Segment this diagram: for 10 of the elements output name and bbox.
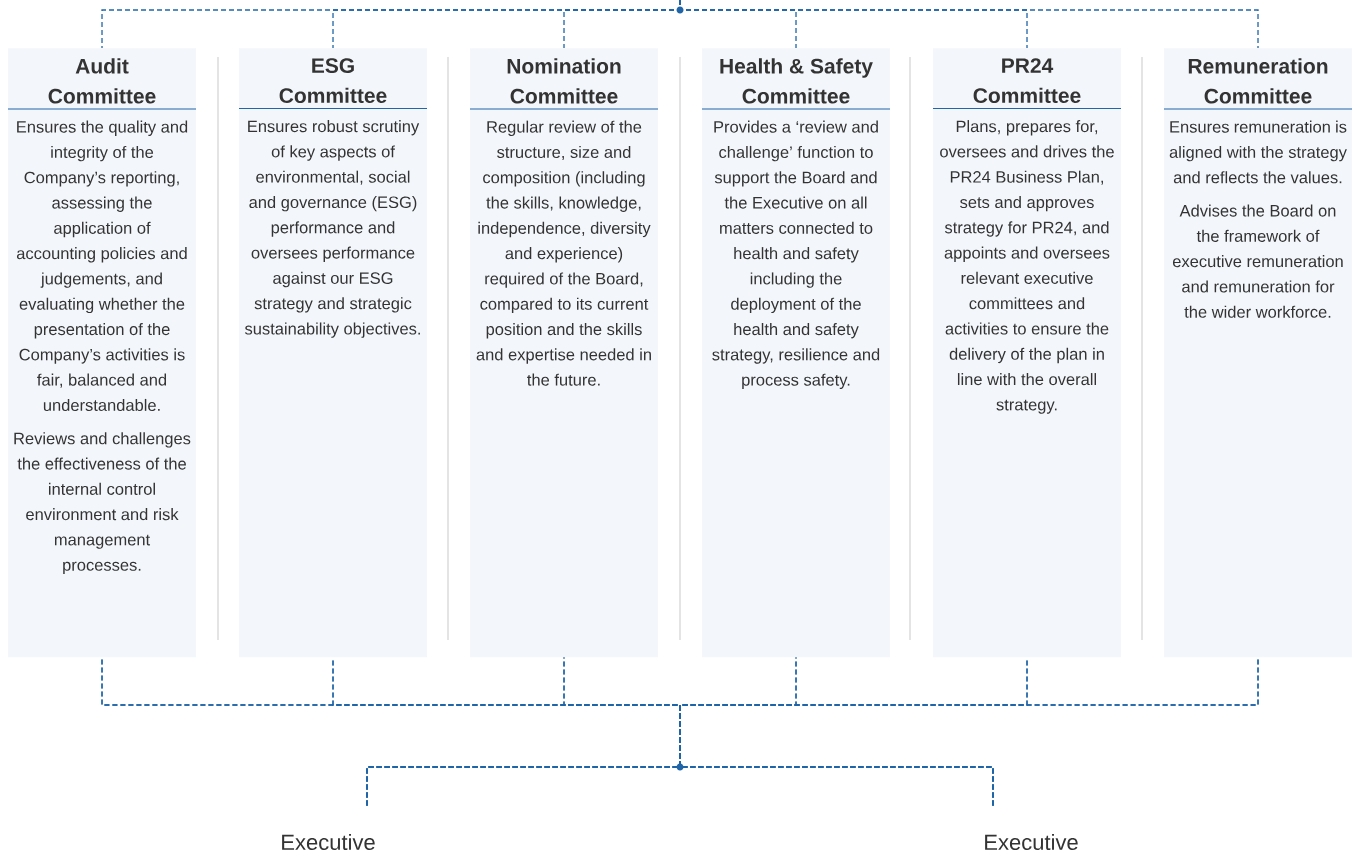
connector: [679, 656, 1259, 807]
connector: [679, 0, 1259, 49]
committee-column: PR24 Committee Plans, prepares for, oversees and drives the PR24 Business Plan, sets and approves strategy for PR24, and appoints and oversees relevant executive committees and activities to ensure the delivery of the plan in line with the overall strategy.: [932, 48, 1122, 658]
committee-column: Audit Committee Ensures the quality and integrity of the Company’s reporting, assessing the application of accounting policies and judgements, and evaluating whether the presentation of the Company’s activities is fair, balanced and understandable. Reviews and challenges the effectiveness of the internal control environment and risk management processes.: [7, 48, 197, 658]
committee-column: Health & Safety Committee Provides a ‘review and challenge’ function to support the Board and the Executive on all matters connected to health and safety including the deployment of the health and safety strategy, resilience and process safety.: [701, 48, 891, 658]
committee-column: ESG Committee Ensures robust scrutiny of key aspects of environmental, social and governance (ESG) performance and oversees performance against our ESG strategy and strategic sustainability objectives.: [238, 48, 428, 658]
committee-column: Nomination Committee Regular review of the structure, size and composition (including the skills, knowledge, independence, diversity and experience) required of the Board, compared to its current position and the skills and expertise needed in the future.: [469, 48, 659, 658]
committee-column: Remuneration Committee Ensures remuneration is aligned with the strategy and reflects the values. Advises the Board on the framework of executive remuneration and remuneration for the wider workforce.: [1163, 48, 1353, 658]
executive-label: Executive: [985, 833, 1078, 851]
executive-label: Executive: [282, 833, 375, 851]
